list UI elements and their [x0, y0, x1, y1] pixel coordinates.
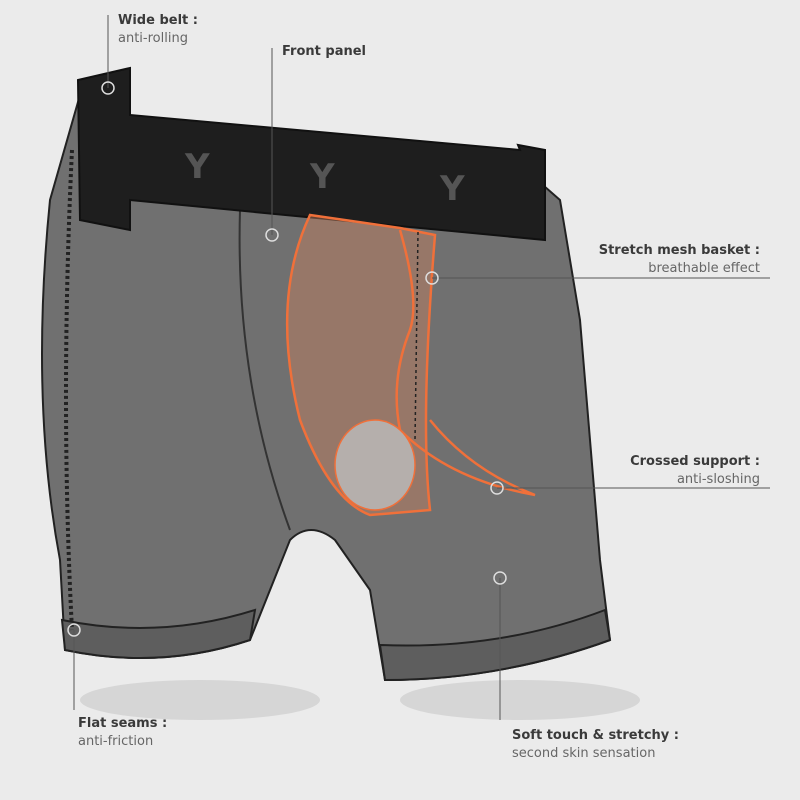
leader-lines — [73, 15, 770, 720]
callout-wide-belt: Wide belt : anti-rolling — [118, 12, 198, 48]
callout-markers — [67, 81, 507, 637]
shadow-left — [80, 680, 320, 720]
callout-soft-touch: Soft touch & stretchy : second skin sens… — [512, 727, 679, 763]
pouch — [334, 419, 416, 511]
callout-title: Front panel — [282, 44, 366, 59]
callout-subtitle: breathable effect — [648, 261, 760, 276]
callout-title: Flat seams : — [78, 716, 168, 731]
left-leg-hem — [60, 608, 257, 659]
center-stitch — [414, 231, 419, 441]
callout-subtitle: anti-rolling — [118, 31, 188, 46]
callout-crossed-support: Crossed support : anti-sloshing — [630, 453, 760, 489]
front-panel-seam — [238, 209, 291, 531]
shadow-right — [400, 680, 640, 720]
callout-title: Crossed support : — [630, 454, 760, 469]
callout-title: Stretch mesh basket : — [598, 243, 760, 258]
logo-mark: Y — [439, 169, 465, 209]
callout-subtitle: anti-friction — [78, 734, 154, 749]
logo-mark: Y — [184, 147, 210, 187]
right-leg-hem — [378, 608, 612, 682]
callout-title: Soft touch & stretchy : — [512, 728, 679, 743]
logo-mark: Y — [309, 157, 335, 197]
callout-subtitle: second skin sensation — [512, 746, 656, 761]
callout-title: Wide belt : — [118, 13, 198, 28]
waistband — [76, 66, 546, 242]
callout-subtitle: anti-sloshing — [676, 472, 760, 487]
callout-front-panel: Front panel — [282, 43, 366, 61]
side-seam — [64, 149, 74, 631]
callout-mesh-basket: Stretch mesh basket : breathable effect — [599, 242, 760, 278]
callout-flat-seams: Flat seams : anti-friction — [78, 715, 167, 751]
